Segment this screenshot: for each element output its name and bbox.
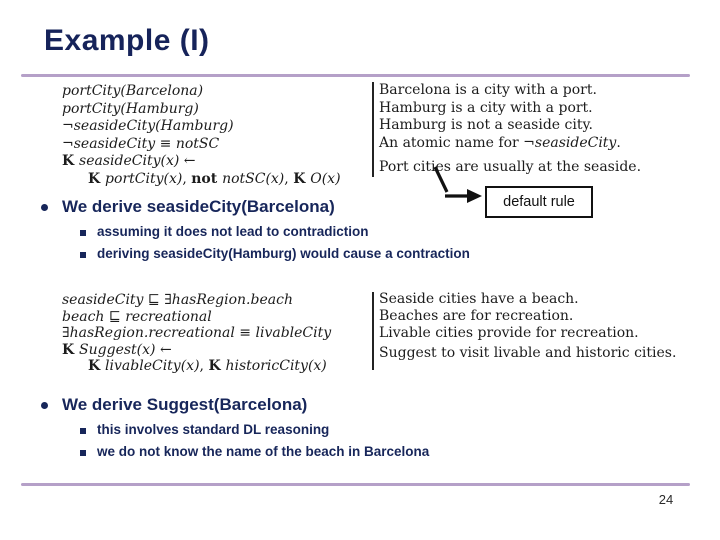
kb1-glosses: Barcelona is a city with a port.Hamburg … bbox=[379, 82, 642, 175]
footer-divider bbox=[21, 483, 690, 486]
page-number: 24 bbox=[658, 492, 674, 507]
bullet2-sub1-marker bbox=[80, 428, 86, 434]
kb2-glosses: Seaside cities have a beach.Beaches are … bbox=[379, 291, 677, 361]
kb1-column-divider bbox=[372, 82, 374, 177]
bullet1-sub2-text: deriving seasideCity(Hamburg) would caus… bbox=[97, 246, 470, 261]
bullet1-sub2-marker bbox=[80, 252, 86, 258]
bullet2-sub2-text: we do not know the name of the beach in … bbox=[97, 444, 430, 459]
bullet2-marker bbox=[41, 402, 48, 409]
default-rule-callout: default rule bbox=[485, 186, 593, 218]
bullet2-text: We derive Suggest(Barcelona) bbox=[62, 395, 308, 414]
bullet1-sub1-text: assuming it does not lead to contradicti… bbox=[97, 224, 369, 239]
kb1-axioms: portCity(Barcelona)portCity(Hamburg)¬sea… bbox=[62, 83, 341, 187]
bullet1-marker bbox=[41, 204, 48, 211]
bullet2-sub1-text: this involves standard DL reasoning bbox=[97, 422, 330, 437]
title-divider bbox=[21, 74, 690, 77]
bullet2-sub2-marker bbox=[80, 450, 86, 456]
bullet1-sub1-marker bbox=[80, 230, 86, 236]
kb2-column-divider bbox=[372, 292, 374, 370]
default-rule-label: default rule bbox=[503, 194, 575, 210]
page-title: Example (I) bbox=[44, 24, 210, 57]
bullet1-text: We derive seasideCity(Barcelona) bbox=[62, 197, 335, 216]
